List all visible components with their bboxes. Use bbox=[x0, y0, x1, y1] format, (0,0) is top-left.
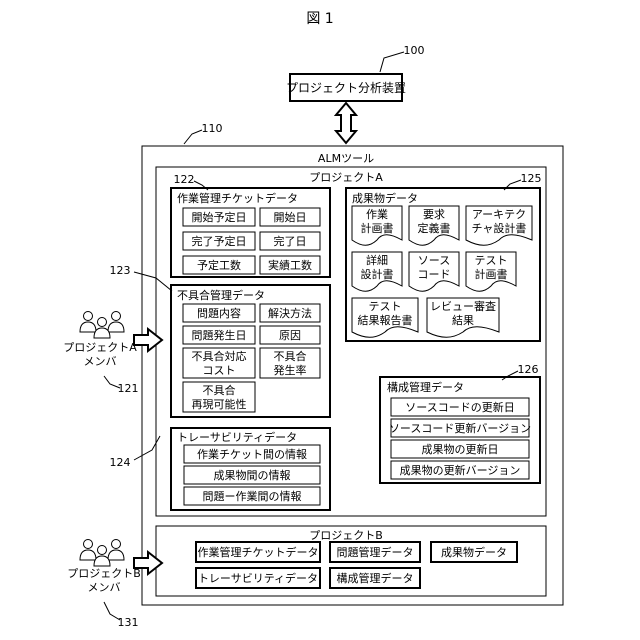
project-b-item: 成果物データ bbox=[431, 542, 517, 562]
project-a-members-label: プロジェクトAメンバ bbox=[63, 341, 137, 368]
project-b-item-label: 構成管理データ bbox=[337, 571, 414, 585]
work-ticket-item: 開始日 bbox=[260, 208, 320, 226]
work-ticket-item-label: 開始日 bbox=[274, 210, 307, 224]
work-ticket-item-label: 完了日 bbox=[274, 234, 307, 248]
work-ticket-item: 実績工数 bbox=[260, 256, 320, 274]
project-analysis-device: プロジェクト分析装置 bbox=[286, 74, 406, 101]
defect-item: 原因 bbox=[260, 326, 320, 344]
project-b-members-label: プロジェクトBメンバ bbox=[67, 567, 141, 594]
project-b-item: トレーサビリティデータ bbox=[196, 568, 320, 588]
defect-item-label: 不具合発生率 bbox=[274, 349, 307, 377]
defect-item-label: 問題発生日 bbox=[192, 328, 247, 342]
person-icon bbox=[80, 312, 96, 333]
alm-tool-title: ALMツール bbox=[318, 152, 374, 165]
config-item-label: 成果物の更新バージョン bbox=[400, 463, 521, 477]
config-item: ソースコード更新バージョン bbox=[389, 419, 531, 437]
person-icon bbox=[80, 540, 96, 561]
ref-100: 100 bbox=[404, 44, 425, 57]
defect-item-label: 問題内容 bbox=[197, 306, 241, 320]
traceability-item-label: 作業チケット間の情報 bbox=[197, 448, 307, 461]
work-ticket-item-label: 実績工数 bbox=[268, 258, 312, 272]
defect-item-label: 原因 bbox=[279, 329, 301, 342]
double-arrow-icon bbox=[336, 103, 356, 143]
leader-100 bbox=[380, 52, 404, 72]
deliverable-document-icon-label: アーキテクチャ設計書 bbox=[472, 208, 527, 235]
ref-125: 125 bbox=[521, 172, 542, 185]
ref-124: 124 bbox=[110, 456, 131, 469]
traceability-title: トレーサビリティデータ bbox=[177, 430, 297, 444]
project-b-item-label: 成果物データ bbox=[441, 545, 507, 559]
project-b-item-label: トレーサビリティデータ bbox=[198, 571, 318, 585]
ref-122: 122 bbox=[174, 173, 195, 186]
project-a-members-icon bbox=[80, 312, 124, 339]
config-item: 成果物の更新日 bbox=[391, 440, 529, 458]
person-icon bbox=[108, 540, 124, 561]
work-ticket-item: 完了予定日 bbox=[183, 232, 255, 250]
project-b-item: 構成管理データ bbox=[330, 568, 420, 588]
defect-item-label: 解決方法 bbox=[268, 306, 312, 320]
defect-item: 不具合再現可能性 bbox=[183, 382, 255, 412]
defect-title: 不具合管理データ bbox=[177, 288, 265, 302]
project-b-item: 問題管理データ bbox=[330, 542, 420, 562]
person-icon bbox=[108, 312, 124, 333]
traceability-item-label: 問題ー作業間の情報 bbox=[203, 490, 302, 503]
project-b-item: 作業管理チケットデータ bbox=[196, 542, 320, 562]
work-ticket-item: 完了日 bbox=[260, 232, 320, 250]
project-b-title: プロジェクトB bbox=[309, 529, 383, 542]
config-item-label: ソースコードの更新日 bbox=[405, 400, 514, 414]
work-ticket-item-label: 開始予定日 bbox=[192, 210, 247, 224]
ref-126: 126 bbox=[518, 363, 539, 376]
leader-110 bbox=[184, 130, 202, 144]
project-b-item-label: 作業管理チケットデータ bbox=[198, 545, 319, 559]
project-b-members-icon bbox=[80, 540, 124, 567]
config-item-label: 成果物の更新日 bbox=[422, 442, 499, 456]
work-ticket-title: 作業管理チケットデータ bbox=[177, 191, 298, 205]
defect-item: 問題内容 bbox=[183, 304, 255, 322]
work-ticket-item-label: 予定工数 bbox=[197, 258, 241, 272]
work-ticket-item: 開始予定日 bbox=[183, 208, 255, 226]
project-b-item-label: 問題管理データ bbox=[337, 545, 414, 559]
work-ticket-item-label: 完了予定日 bbox=[192, 234, 247, 248]
ref-123: 123 bbox=[110, 264, 131, 277]
defect-item: 不具合発生率 bbox=[260, 348, 320, 378]
traceability-item: 成果物間の情報 bbox=[184, 466, 320, 484]
defect-item: 解決方法 bbox=[260, 304, 320, 322]
deliverables-title: 成果物データ bbox=[352, 191, 418, 205]
config-item: 成果物の更新バージョン bbox=[391, 461, 529, 479]
deliverable-document-icon-label: テスト計画書 bbox=[475, 254, 508, 281]
config-item-label: ソースコード更新バージョン bbox=[389, 421, 531, 435]
config-item: ソースコードの更新日 bbox=[391, 398, 529, 416]
deliverable-document-icon-label: ソースコード bbox=[418, 254, 451, 281]
defect-item: 不具合対応コスト bbox=[183, 348, 255, 378]
traceability-item-label: 成果物間の情報 bbox=[214, 468, 291, 482]
project-analysis-device-label: プロジェクト分析装置 bbox=[286, 81, 406, 95]
person-icon bbox=[94, 546, 110, 567]
figure-label: 図 1 bbox=[306, 11, 333, 27]
traceability-item: 作業チケット間の情報 bbox=[184, 445, 320, 463]
ref-131: 131 bbox=[118, 616, 139, 629]
ref-121: 121 bbox=[118, 382, 139, 395]
defect-item: 問題発生日 bbox=[183, 326, 255, 344]
work-ticket-item: 予定工数 bbox=[183, 256, 255, 274]
traceability-item: 問題ー作業間の情報 bbox=[184, 487, 320, 505]
person-icon bbox=[94, 318, 110, 339]
ref-110: 110 bbox=[202, 122, 223, 135]
project-a-title: プロジェクトA bbox=[309, 171, 383, 184]
config-title: 構成管理データ bbox=[387, 380, 464, 394]
